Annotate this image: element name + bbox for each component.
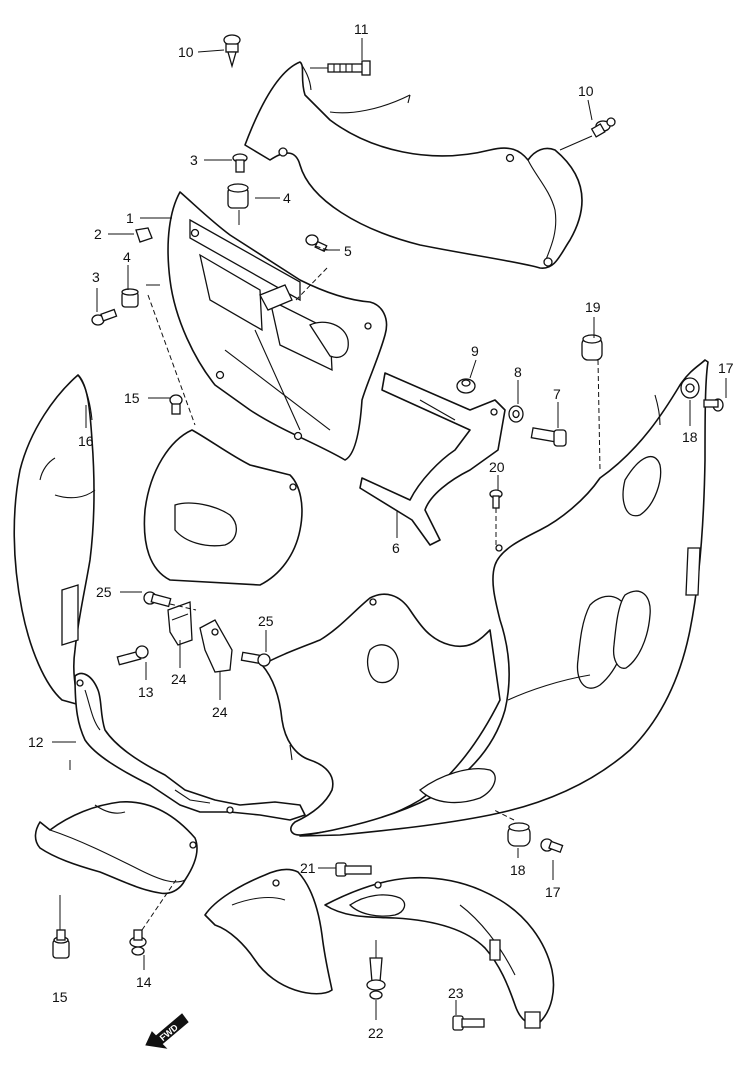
callout-5: 5 [344,243,352,259]
lower-right-under-cowl [324,876,555,1029]
lower-cowl-brace [74,672,306,821]
lower-center-under-cowl [204,868,333,995]
clip-24-left [167,601,193,646]
rivet-22 [366,957,386,1000]
callout-19: 19 [585,299,601,315]
callout-6: 6 [392,540,400,556]
inner-cowl-panel [143,429,303,586]
meter-bracket [359,372,506,546]
callout-23: 23 [448,985,464,1001]
forward-direction-arrow: FWD [145,1013,189,1049]
bolt-25-lower [240,651,271,667]
callout-18-top: 18 [682,429,698,445]
callout-24-right: 24 [212,704,228,720]
callout-7: 7 [553,386,561,402]
callout-22: 22 [368,1025,384,1041]
rivet-14 [129,929,147,956]
callout-3-left: 3 [92,269,100,285]
callout-12: 12 [28,734,44,750]
grommet-4-left [121,288,139,308]
screw-3-top [232,153,248,173]
callout-10-right: 10 [578,83,594,99]
screw-15-mid [169,394,183,415]
bolt-13 [116,645,149,666]
clip-24-right [199,619,233,673]
grommet-19 [581,334,603,361]
leader-lines [52,38,727,1020]
callout-9: 9 [471,343,479,359]
screw-3-left [91,308,118,326]
bolt-23 [452,1015,485,1031]
callout-4-left: 4 [123,249,131,265]
callout-15-mid: 15 [124,390,140,406]
left-side-cowl-panel [13,374,96,706]
bolt-25-upper [143,591,172,608]
callout-21: 21 [300,860,316,876]
callout-16: 16 [78,433,94,449]
bolt-11 [327,60,371,76]
callout-17-bottom: 17 [545,884,561,900]
callout-20: 20 [489,459,505,475]
grommet-15-bottom [52,929,70,959]
callout-17-top: 17 [718,360,734,376]
callout-25-lower: 25 [258,613,274,629]
cowling-brace [167,191,388,461]
grommet-18-bottom [507,822,531,847]
grommet-18-top [680,377,700,399]
callout-24-left: 24 [171,671,187,687]
right-side-cowl-panel [299,359,709,837]
screw-17-bottom [540,838,564,853]
screw-17-top [703,398,724,412]
lower-center-cowl [261,593,501,836]
callout-2: 2 [94,226,102,242]
callout-13: 13 [138,684,154,700]
callout-3-top: 3 [190,152,198,168]
nut-9 [456,378,476,394]
washer-8 [508,405,524,423]
callout-8: 8 [514,364,522,380]
callout-numbers: 10 11 10 3 4 1 2 5 3 4 19 9 8 7 15 16 17… [28,21,734,1041]
upper-windscreen [244,61,583,269]
lower-left-under-cowl [34,801,198,895]
callout-15-bottom: 15 [52,989,68,1005]
hardware-items [52,34,724,1031]
nut-2 [135,227,153,243]
callout-18-bottom: 18 [510,862,526,878]
bolt-21 [335,862,372,877]
callout-14: 14 [136,974,152,990]
callout-11: 11 [354,21,369,37]
screw-20 [489,489,503,509]
bolt-7 [530,427,567,447]
callout-4-top: 4 [283,190,291,206]
callout-10-top: 10 [178,44,194,60]
grommet-4-top [227,183,249,209]
callout-1: 1 [126,210,134,226]
rivet-10-right [590,117,616,138]
callout-25-upper: 25 [96,584,112,600]
rivet-10-top-left [223,34,241,69]
